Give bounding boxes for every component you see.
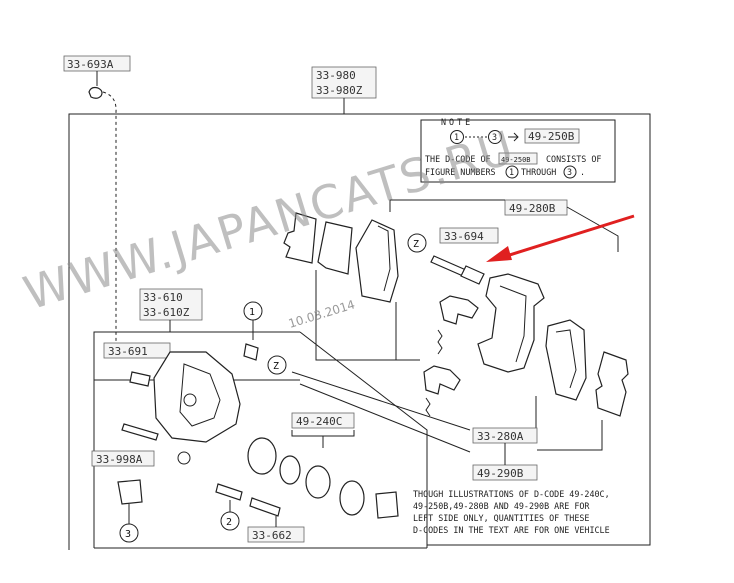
part-code-33-280a[interactable]: 33-280A [477, 430, 524, 443]
footnote-line-3: LEFT SIDE ONLY, QUANTITIES OF THESE [413, 513, 589, 523]
svg-text:CONSISTS OF: CONSISTS OF [546, 154, 601, 164]
callout-1: 1 [249, 307, 255, 318]
svg-text:THE D-CODE OF: THE D-CODE OF [425, 154, 491, 164]
label-box-33-610 [139, 288, 203, 321]
part-code-49-280b[interactable]: 49-280B [509, 202, 556, 215]
label-box-33-998a [91, 450, 155, 467]
spring-upper [437, 329, 443, 355]
dust-cap-right [375, 491, 399, 519]
bleeder-screw [129, 371, 151, 387]
note-title: NOTE [441, 117, 473, 127]
footnote-line-2: 49-250B,49-280B AND 49-290B ARE FOR [413, 501, 590, 511]
watermark-text: WWW.JAPANCATS.RU [17, 120, 521, 321]
dust-boot [305, 465, 331, 499]
part-code-33-691[interactable]: 33-691 [108, 345, 148, 358]
footnote-line-1: THOUGH ILLUSTRATIONS OF D-CODE 49-240C, [413, 489, 610, 499]
note-ref-49-250b[interactable]: 49-250B [528, 130, 575, 143]
pad-clip-upper [439, 295, 479, 325]
red-pointer-arrow [486, 214, 635, 262]
shim-left-2 [317, 221, 353, 275]
svg-text:THROUGH: THROUGH [521, 167, 556, 177]
callout-3: 3 [125, 529, 131, 540]
guide-pin-lower [215, 483, 243, 501]
brake-pad-upper [355, 219, 399, 303]
retaining-ring [339, 480, 365, 516]
spring-lower [425, 397, 431, 417]
part-code-33-694[interactable]: 33-694 [444, 230, 484, 243]
svg-text:1: 1 [454, 132, 459, 142]
svg-text:3: 3 [492, 132, 497, 142]
pad-clip-lower [423, 365, 461, 395]
part-code-33-693a[interactable]: 33-693A [67, 58, 114, 71]
callout-z-top: Z [413, 239, 419, 250]
piston [247, 437, 277, 475]
part-code-33-980[interactable]: 33-980 [316, 69, 356, 82]
svg-text:FIGURE NUMBERS: FIGURE NUMBERS [425, 167, 496, 177]
label-box-33-694 [439, 227, 499, 244]
guide-pin-boot [460, 265, 485, 285]
label-box-33-980 [311, 66, 377, 99]
guide-pin-sleeve [249, 497, 281, 517]
part-code-33-662[interactable]: 33-662 [252, 529, 292, 542]
footnote: THOUGH ILLUSTRATIONS OF D-CODE 49-240C, … [413, 489, 610, 535]
shim-right [595, 351, 629, 417]
svg-text:1: 1 [509, 167, 514, 177]
watermark-date: 10.03.2014 [287, 297, 357, 330]
outer-frame [68, 113, 651, 550]
svg-text:.: . [580, 167, 585, 177]
piston-seal [279, 455, 301, 485]
svg-text:49-250B: 49-250B [501, 156, 531, 164]
svg-text:3: 3 [567, 167, 572, 177]
label-box-33-691 [103, 342, 171, 359]
dust-cap-left [117, 479, 143, 505]
mounting-bracket [477, 273, 545, 373]
caliper-body [153, 351, 241, 443]
callout-2: 2 [226, 517, 232, 528]
caliper-bolt [121, 423, 159, 441]
bushing [243, 343, 259, 361]
shim-left-1 [283, 212, 317, 264]
note-box: NOTE 1 3 49-250B THE D-CODE OF 49-250B C… [420, 117, 616, 183]
clip-part [88, 86, 103, 99]
part-code-33-980z[interactable]: 33-980Z [316, 84, 363, 97]
brake-pad-lower [545, 319, 587, 401]
label-box-49-240c [291, 412, 355, 429]
part-code-33-610[interactable]: 33-610 [143, 291, 183, 304]
part-code-33-998a[interactable]: 33-998A [96, 453, 143, 466]
guide-pin [430, 255, 467, 277]
part-code-49-290b[interactable]: 49-290B [477, 467, 524, 480]
footnote-line-4: D-CODES IN THE TEXT ARE FOR ONE VEHICLE [413, 525, 610, 535]
part-code-33-610z[interactable]: 33-610Z [143, 306, 190, 319]
part-code-49-240c[interactable]: 49-240C [296, 415, 342, 428]
callout-z-mid: Z [273, 361, 279, 372]
